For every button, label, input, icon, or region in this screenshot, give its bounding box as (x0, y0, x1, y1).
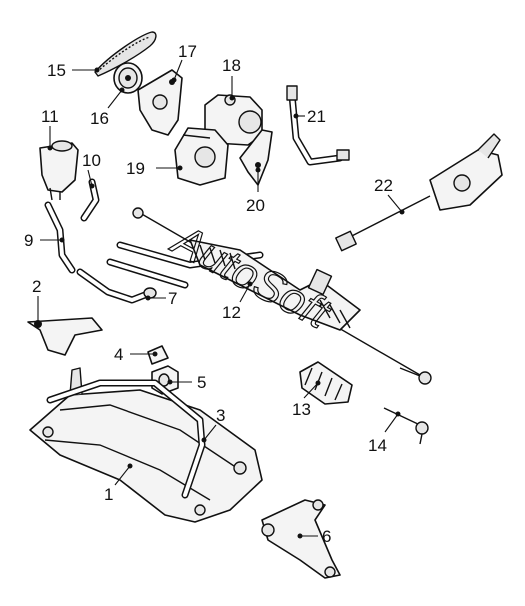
callout-10: 10 (82, 151, 101, 170)
callout-11: 11 (41, 107, 59, 126)
part-13-rack-boots (299, 361, 353, 405)
callout-2: 2 (32, 277, 41, 296)
part-9-return-hose (44, 201, 76, 274)
part-12-steering-rack (106, 207, 432, 385)
callout-labels: 15 16 17 18 21 11 10 19 20 22 9 2 7 12 4… (24, 42, 393, 546)
callout-20: 20 (246, 196, 265, 215)
callout-1: 1 (104, 485, 113, 504)
part-22-steering-column (335, 133, 503, 252)
callout-4: 4 (114, 345, 123, 364)
part-11-fluid-reservoir (39, 140, 79, 201)
callout-18: 18 (222, 56, 241, 75)
part-20-bracket (239, 129, 273, 186)
callout-13: 13 (292, 400, 311, 419)
part-6-control-arm (261, 499, 341, 579)
part-4-clamp (147, 345, 169, 365)
part-17-bracket (137, 69, 183, 136)
callout-17: 17 (178, 42, 197, 61)
callout-7: 7 (168, 289, 177, 308)
callout-3: 3 (216, 406, 225, 425)
callout-19: 19 (126, 159, 145, 178)
callout-21: 21 (307, 107, 326, 126)
part-3-stabilizer-bar (46, 379, 206, 499)
part-14-tie-rod-end (383, 407, 429, 445)
callout-22: 22 (374, 176, 393, 195)
callout-9: 9 (24, 231, 33, 250)
part-2-mount-bracket (27, 317, 103, 356)
part-7-return-pipe (76, 268, 157, 304)
part-19-pump-bracket (174, 127, 229, 186)
callout-14: 14 (368, 436, 387, 455)
part-1-subframe (29, 367, 263, 523)
callout-15: 15 (47, 61, 66, 80)
leader-lines (35, 59, 405, 539)
part-16-pulley (113, 62, 143, 94)
callout-5: 5 (197, 373, 206, 392)
watermark-text: AutoSoft (163, 214, 339, 339)
callout-6: 6 (322, 527, 331, 546)
callout-12: 12 (222, 303, 241, 322)
callout-16: 16 (90, 109, 109, 128)
